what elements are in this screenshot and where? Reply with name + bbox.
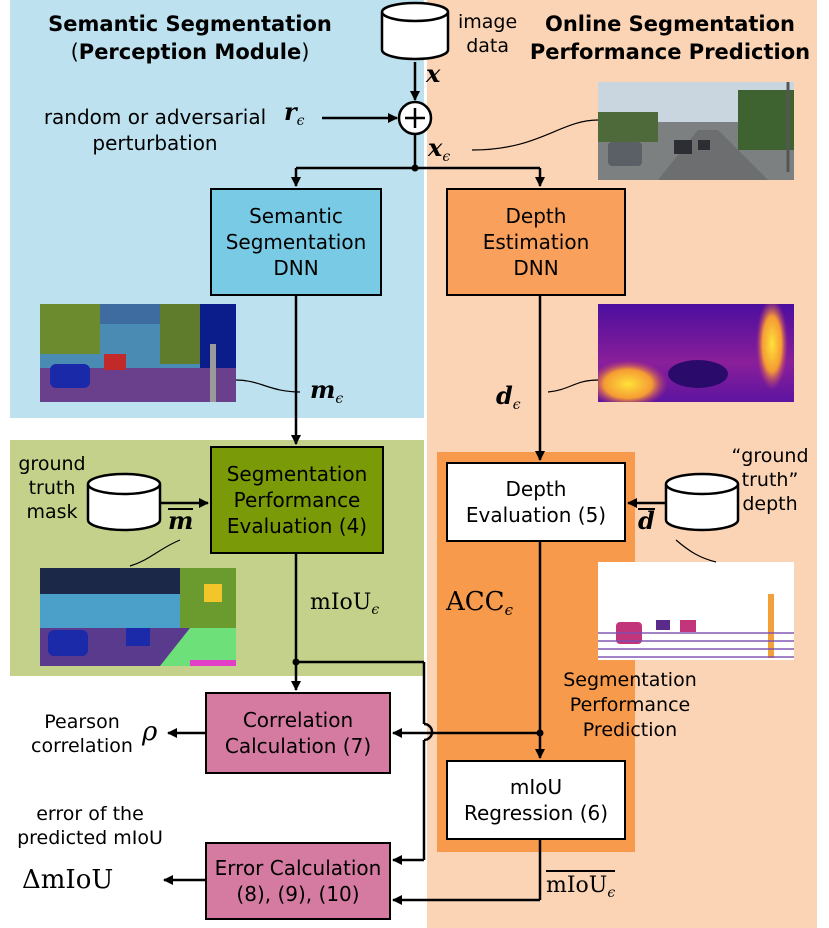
- gt-mask-line2: truth: [28, 477, 76, 499]
- perturbation-label: random or adversarial perturbation: [24, 104, 286, 156]
- gt-depth-line2: truth”: [741, 469, 799, 491]
- seg-dnn-line1: Semantic: [249, 204, 343, 228]
- seg-dnn-line3: DNN: [273, 256, 319, 280]
- r-sub: ϵ: [296, 113, 305, 129]
- symbol-delta-miou: ΔmIoU: [22, 865, 114, 895]
- depth-eval-line1: Depth: [505, 477, 567, 501]
- symbol-x: x: [426, 59, 441, 88]
- m-eps-base: m: [310, 375, 336, 404]
- right-title-line1: Online Segmentation: [544, 12, 795, 36]
- depth-map-image: [598, 304, 794, 402]
- seg-eval-line1: Segmentation: [226, 462, 368, 486]
- correlation-line1: Correlation: [242, 708, 354, 732]
- prediction-label: Segmentation Performance Prediction: [540, 668, 720, 743]
- image-data-line1: image: [458, 11, 518, 33]
- gt-mask-line3: mask: [26, 501, 78, 523]
- symbol-m-bar: m: [168, 506, 194, 535]
- miou-reg-line1: mIoU: [509, 775, 563, 799]
- gt-depth-line1: “ground: [731, 445, 809, 467]
- image-data-label: image data: [458, 10, 517, 58]
- semantic-segmentation-dnn-box: Semantic Segmentation DNN: [210, 188, 382, 296]
- symbol-rho: ρ: [142, 717, 158, 747]
- left-title-line1: Semantic Segmentation: [48, 12, 332, 36]
- perturbation-line1: random or adversarial: [43, 105, 267, 129]
- perturbation-line2: perturbation: [92, 131, 218, 155]
- depth-dnn-line2: Estimation: [482, 230, 590, 254]
- acc-eps-base: ACC: [446, 587, 505, 617]
- seg-eval-line3: Evaluation (4): [226, 514, 368, 538]
- symbol-miou-hat: mIoUϵ: [546, 870, 616, 904]
- prediction-label-line2: Performance: [569, 694, 691, 716]
- symbol-m-eps: mϵ: [310, 378, 343, 411]
- m-eps-sub: ϵ: [335, 391, 344, 407]
- symbol-d-bar: d: [638, 508, 655, 533]
- image-data-line2: data: [466, 35, 509, 57]
- ground-truth-mask-image: [40, 568, 236, 666]
- semantic-mask-prediction-image: [40, 304, 236, 402]
- correlation-line2: Calculation (7): [224, 734, 372, 758]
- depth-evaluation-box: Depth Evaluation (5): [446, 462, 626, 542]
- m-bar-base: m: [168, 506, 194, 535]
- miou-regression-box: mIoU Regression (6): [446, 760, 626, 840]
- r-base: r: [284, 97, 297, 126]
- depth-dnn-line1: Depth: [505, 204, 567, 228]
- symbol-d-eps: dϵ: [496, 384, 521, 417]
- ground-truth-depth-image: [598, 562, 794, 660]
- left-title-paren-open: (: [70, 40, 79, 64]
- seg-eval-line2: Performance: [233, 488, 361, 512]
- x-eps-base: x: [428, 133, 443, 162]
- prediction-label-line1: Segmentation: [563, 669, 697, 691]
- error-label: error of the predicted mIoU: [2, 802, 178, 850]
- pearson-line2: correlation: [31, 735, 133, 757]
- depth-dnn-line3: DNN: [513, 256, 559, 280]
- left-title-paren-close: ): [301, 40, 310, 64]
- ground-truth-depth-label: “ground truth” depth: [722, 444, 818, 516]
- symbol-x-eps: xϵ: [428, 136, 450, 169]
- miou-hat-sub: ϵ: [607, 885, 616, 901]
- symbol-acc-eps: ACCϵ: [446, 587, 513, 622]
- error-calc-line2: (8), (9), (10): [236, 882, 360, 906]
- gt-mask-line1: ground: [18, 453, 86, 475]
- d-eps-sub: ϵ: [512, 397, 521, 413]
- error-calculation-box: Error Calculation (8), (9), (10): [205, 842, 391, 920]
- depth-estimation-dnn-box: Depth Estimation DNN: [446, 188, 626, 296]
- left-title-line2: (Perception Module): [30, 38, 350, 66]
- error-label-line1: error of the: [36, 803, 144, 825]
- left-title-bold: Perception Module: [78, 40, 302, 64]
- miou-hat-base: mIoU: [546, 873, 608, 898]
- symbol-miou-eps: mIoUϵ: [310, 590, 379, 622]
- segmentation-performance-evaluation-box: Segmentation Performance Evaluation (4): [210, 446, 384, 554]
- miou-eps-sub: ϵ: [371, 602, 380, 618]
- miou-eps-base: mIoU: [310, 590, 372, 615]
- prediction-label-line3: Prediction: [582, 719, 678, 741]
- gt-depth-line3: depth: [742, 493, 798, 515]
- miou-reg-line2: Regression (6): [463, 801, 609, 825]
- acc-eps-sub: ϵ: [504, 601, 513, 619]
- ground-truth-mask-label: ground truth mask: [12, 452, 92, 524]
- error-calc-line1: Error Calculation: [214, 856, 382, 880]
- depth-eval-line2: Evaluation (5): [465, 503, 607, 527]
- d-bar-base: d: [638, 506, 655, 535]
- left-title: Semantic Segmentation (Perception Module…: [30, 10, 350, 66]
- right-title: Online Segmentation Performance Predicti…: [520, 10, 820, 66]
- correlation-calculation-box: Correlation Calculation (7): [205, 692, 391, 774]
- pearson-line1: Pearson: [44, 711, 120, 733]
- pearson-label: Pearson correlation: [22, 710, 142, 758]
- error-label-line2: predicted mIoU: [17, 827, 163, 849]
- noisy-street-image: [598, 82, 794, 180]
- x-eps-sub: ϵ: [442, 149, 451, 165]
- seg-dnn-line2: Segmentation: [225, 230, 367, 254]
- d-eps-base: d: [496, 381, 513, 410]
- symbol-r-eps: rϵ: [284, 100, 305, 133]
- right-title-line2: Performance Prediction: [529, 40, 811, 64]
